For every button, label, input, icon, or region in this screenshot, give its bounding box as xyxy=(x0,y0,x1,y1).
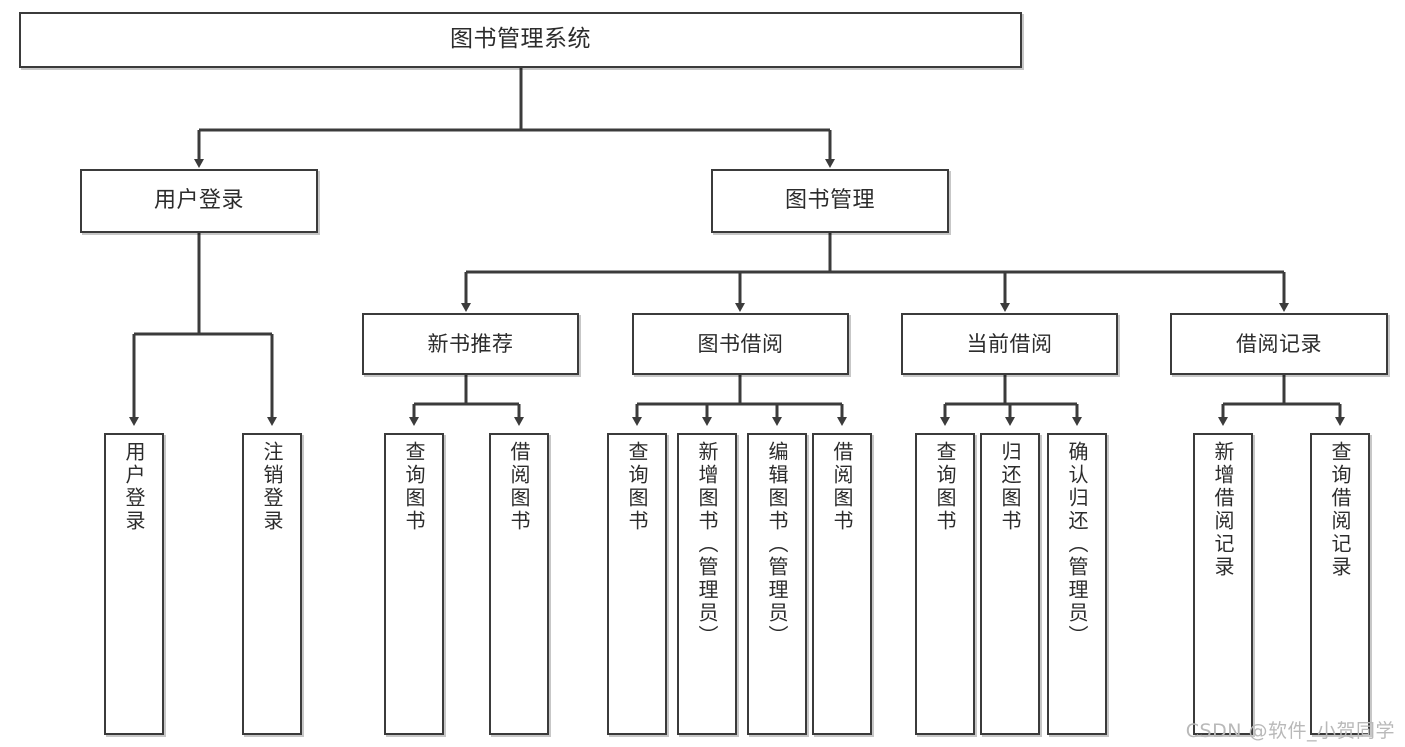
node-label: 用户登录 xyxy=(153,187,244,213)
leaf-new-book-borrow-book[interactable]: 借阅图书 xyxy=(489,433,549,735)
node-book-management[interactable]: 图书管理 xyxy=(711,169,949,233)
leaf-user-login-signout[interactable]: 注销登录 xyxy=(242,433,302,735)
node-label: 归还图书 xyxy=(998,441,1022,533)
leaf-current-borrow-query-book[interactable]: 查询图书 xyxy=(915,433,975,735)
node-label: 查询图书 xyxy=(933,441,957,533)
node-borrow-record[interactable]: 借阅记录 xyxy=(1170,313,1388,375)
node-label: 确认归还（管理员） xyxy=(1065,441,1089,648)
leaf-book-borrow-query-book[interactable]: 查询图书 xyxy=(607,433,667,735)
leaf-user-login-signin[interactable]: 用户登录 xyxy=(104,433,164,735)
node-label: 编辑图书（管理员） xyxy=(765,441,789,648)
node-label: 图书借阅 xyxy=(697,331,784,356)
node-label: 图书管理 xyxy=(784,187,875,213)
watermark-text: CSDN @软件_小贺同学 xyxy=(1185,720,1395,742)
leaf-book-borrow-edit-book-admin[interactable]: 编辑图书（管理员） xyxy=(747,433,807,735)
node-label: 新增图书（管理员） xyxy=(695,441,719,648)
node-user-login[interactable]: 用户登录 xyxy=(80,169,318,233)
node-book-borrow[interactable]: 图书借阅 xyxy=(632,313,849,375)
node-label: 查询图书 xyxy=(402,441,426,533)
leaf-borrow-record-add-record[interactable]: 新增借阅记录 xyxy=(1193,433,1253,735)
leaf-current-borrow-return-book[interactable]: 归还图书 xyxy=(980,433,1040,735)
node-label: 借阅图书 xyxy=(507,441,531,533)
node-label: 借阅图书 xyxy=(830,441,854,533)
leaf-new-book-query-book[interactable]: 查询图书 xyxy=(384,433,444,735)
node-current-borrow[interactable]: 当前借阅 xyxy=(901,313,1118,375)
node-label: 借阅记录 xyxy=(1236,331,1322,356)
node-label: 新增借阅记录 xyxy=(1211,441,1235,579)
node-label: 查询图书 xyxy=(625,441,649,533)
leaf-book-borrow-add-book-admin[interactable]: 新增图书（管理员） xyxy=(677,433,737,735)
node-label: 新书推荐 xyxy=(427,331,514,356)
node-label: 用户登录 xyxy=(122,441,146,533)
node-root-book-management-system[interactable]: 图书管理系统 xyxy=(19,12,1022,68)
leaf-book-borrow-borrow-book[interactable]: 借阅图书 xyxy=(812,433,872,735)
node-label: 当前借阅 xyxy=(966,331,1053,356)
node-new-book-recommend[interactable]: 新书推荐 xyxy=(362,313,579,375)
leaf-current-borrow-confirm-return-admin[interactable]: 确认归还（管理员） xyxy=(1047,433,1107,735)
node-label: 查询借阅记录 xyxy=(1328,441,1352,579)
leaf-borrow-record-query-record[interactable]: 查询借阅记录 xyxy=(1310,433,1370,735)
node-label: 图书管理系统 xyxy=(450,26,591,53)
node-label: 注销登录 xyxy=(260,441,284,533)
